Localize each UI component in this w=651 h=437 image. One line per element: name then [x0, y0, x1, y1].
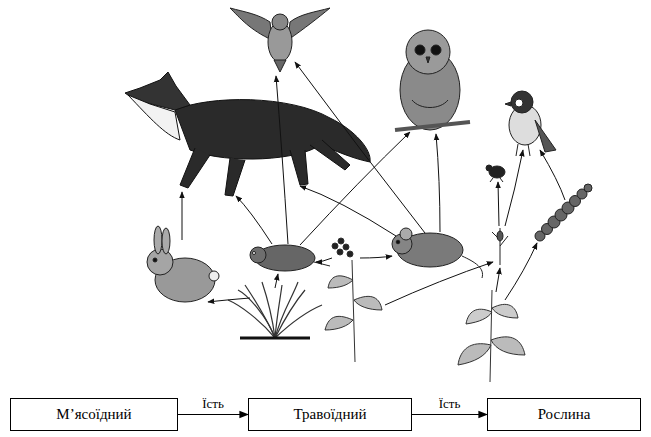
vole-figure-part [250, 247, 266, 263]
feeding-arrows-part [236, 196, 272, 244]
owl-figure-part [395, 122, 470, 130]
feeding-arrows-part [275, 274, 278, 288]
feeding-arrows-part [295, 62, 425, 233]
beetle-figure-part [486, 165, 492, 171]
grass-figure-part [275, 282, 298, 338]
concept-box: Рослина [487, 398, 641, 431]
feeding-arrows-part [208, 298, 250, 302]
owl-figure-part [412, 100, 448, 108]
berry-plant-figure-part [354, 296, 382, 310]
mouse-figure-part [396, 240, 400, 244]
tit-figure-part [505, 102, 511, 106]
eats-arrow [178, 414, 248, 415]
nettle-figure-part [466, 309, 492, 324]
box-label: Рослина [538, 406, 591, 423]
caterpillar-figure-part [584, 184, 592, 192]
berry-plant-figure-part [325, 316, 353, 330]
feeding-arrows-part [540, 150, 565, 200]
feeding-arrows-part [276, 76, 288, 244]
box-label: М’ясоїдний [56, 406, 131, 423]
rabbit-figure-part [162, 228, 170, 254]
small-insect-figure-part [492, 232, 508, 246]
feeding-arrows-part [505, 243, 537, 300]
berry-plant-figure-part [338, 238, 344, 244]
grass-figure [228, 282, 322, 338]
rabbit-figure-part [154, 226, 162, 254]
fox-figure-part [125, 72, 190, 110]
arrow-label: Їсть [200, 396, 226, 412]
fox-figure-part [225, 158, 245, 196]
feeding-arrows-part [498, 182, 499, 226]
nettle-figure-part [490, 290, 492, 382]
owl-figure [395, 30, 470, 130]
small-insect-figure [492, 228, 508, 265]
box-label: Травоїдний [293, 406, 366, 423]
fox-figure-part [180, 148, 210, 188]
eats-arrow [412, 414, 487, 415]
owl-figure-part [406, 30, 450, 74]
berry-plant-figure-part [332, 238, 353, 257]
fox-figure-part [128, 95, 180, 140]
falcon-figure-part [230, 8, 272, 40]
berry-plant-figure [325, 238, 382, 362]
berry-plant-figure-part [328, 276, 353, 288]
falcon-figure-part [272, 14, 288, 30]
fox-figure [125, 72, 370, 196]
falcon-figure [230, 8, 330, 72]
grass-figure-part [228, 300, 275, 338]
tit-figure-part [515, 99, 523, 107]
nettle-figure-part [492, 304, 518, 318]
berry-plant-figure-part [343, 244, 349, 250]
feeding-arrows-part [496, 268, 500, 292]
grass-figure-part [275, 305, 322, 338]
falcon-figure-part [274, 60, 286, 72]
berry-plant-figure-part [337, 249, 343, 255]
feeding-arrows-part [300, 132, 410, 245]
feeding-arrows-part [505, 150, 523, 226]
berry-plant-figure-part [347, 251, 353, 257]
small-insect-figure-part [497, 231, 503, 241]
feeding-arrows-part [300, 186, 396, 236]
beetle-figure [486, 165, 505, 182]
owl-figure-part [415, 45, 425, 55]
vole-figure [250, 245, 330, 271]
fox-figure-part [310, 140, 350, 170]
mouse-figure-part [400, 228, 412, 240]
berry-plant-figure-part [352, 260, 355, 362]
feeding-arrows-part [316, 258, 332, 262]
nettle-figure-part [458, 344, 491, 365]
feeding-arrows-part [436, 134, 440, 232]
rabbit-figure [147, 226, 219, 302]
feeding-arrows-part [360, 256, 392, 258]
owl-figure-part [426, 57, 430, 63]
tit-figure [505, 91, 556, 156]
concept-box: Травоїдний [248, 398, 412, 431]
feeding-arrows [182, 62, 565, 305]
owl-figure-part [431, 45, 441, 55]
feeding-arrows-part [385, 262, 493, 305]
rabbit-figure-part [209, 271, 219, 281]
nettle-figure [458, 290, 525, 382]
arrow-label: Їсть [437, 396, 463, 412]
grass-figure-part [240, 337, 310, 340]
caterpillar-figure [535, 184, 592, 241]
vole-figure-part [253, 252, 256, 255]
feeding-arrows-part [182, 192, 183, 240]
grass-figure-part [262, 282, 275, 338]
tit-figure-part [511, 91, 533, 113]
nettle-figure-part [491, 337, 525, 355]
tit-figure-part [535, 120, 556, 152]
vole-figure-part [314, 262, 330, 266]
grass-figure-part [238, 290, 275, 338]
falcon-figure-part [288, 8, 330, 40]
concept-box: М’ясоїдний [10, 398, 178, 431]
beetle-figure-part [490, 178, 503, 182]
grass-figure-part [275, 290, 305, 338]
rabbit-figure-part [153, 258, 157, 262]
fox-figure-part [290, 150, 308, 185]
berry-plant-figure-part [332, 243, 338, 249]
